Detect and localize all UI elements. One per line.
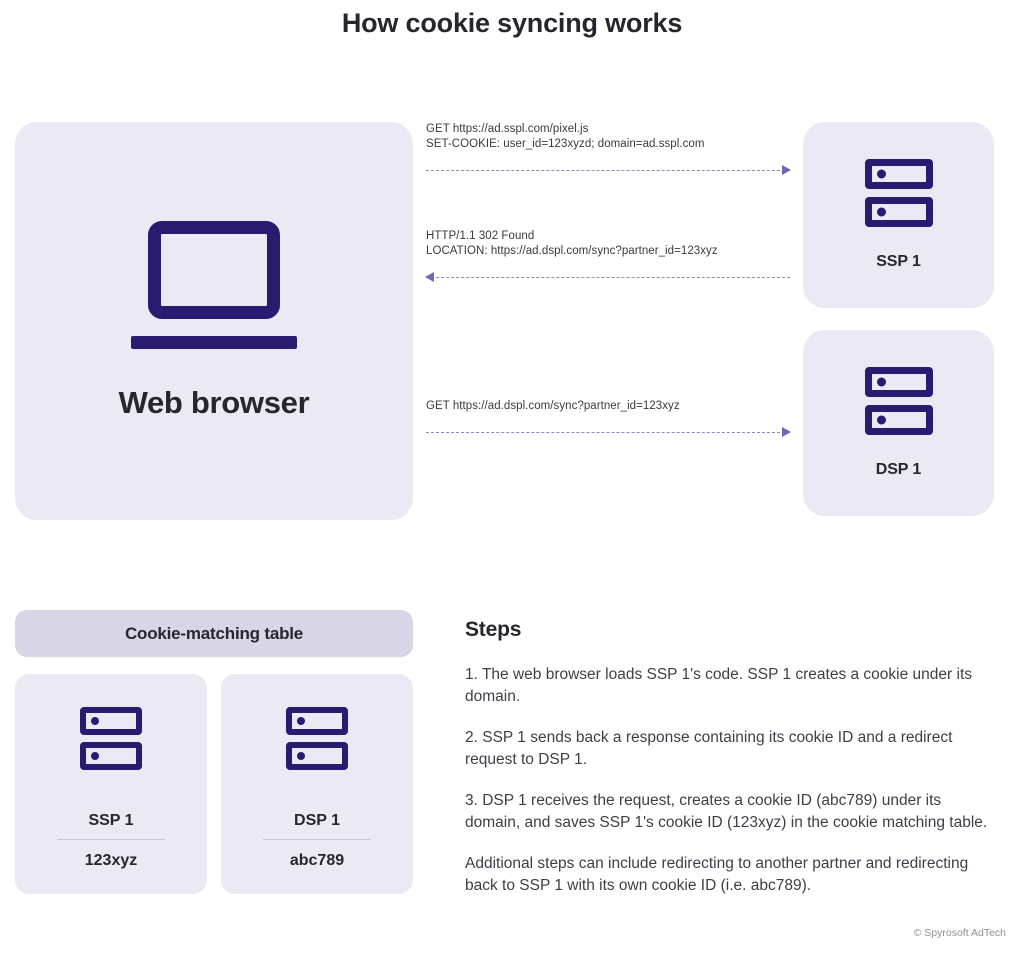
arrow-right-icon [782,165,791,175]
flow-ssp-to-browser: HTTP/1.1 302 Found LOCATION: https://ad.… [425,229,790,284]
server-icon [286,707,348,770]
server-rack-bottom [286,742,348,770]
server-led-icon [876,415,886,425]
dsp-1-label: DSP 1 [875,461,922,478]
laptop-browser-icon [131,221,297,351]
steps-title: Steps [465,618,522,641]
server-icon [864,367,933,435]
server-rack-top [864,367,933,397]
ssp-1-node-card: SSP 1 [803,122,994,308]
step-item: Additional steps can include redirecting… [465,855,969,894]
server-rack-bottom [864,405,933,435]
flow-3-line-1: GET https://ad.dspl.com/sync?partner_id=… [426,400,680,412]
ssp-1-label: SSP 1 [876,253,921,270]
flow-browser-to-ssp: GET https://ad.sspl.com/pixel.js SET-COO… [426,122,791,177]
server-led-icon [91,717,99,725]
steps-panel: Steps 1. The web browser loads SSP 1's c… [465,618,998,897]
flow-1-line-1: GET https://ad.sspl.com/pixel.js [426,123,589,135]
server-rack-top [286,707,348,735]
server-rack-bottom [80,742,142,770]
dashed-line [426,277,790,278]
web-browser-card: Web browser [15,122,413,520]
server-led-icon [876,169,886,179]
server-led-icon [876,377,886,387]
server-led-icon [297,717,305,725]
server-rack-top [80,707,142,735]
cookie-entry-divider [263,839,371,840]
flow-1-arrow [426,165,791,177]
step-item: 2. SSP 1 sends back a response containin… [465,729,953,768]
cookie-entry-id: abc789 [289,852,345,869]
flow-browser-to-dsp: GET https://ad.dspl.com/sync?partner_id=… [426,399,791,439]
arrow-left-icon [425,272,434,282]
flow-1-line-2: SET-COOKIE: user_id=123xyzd; domain=ad.s… [426,138,705,150]
cookie-entry-id: 123xyz [84,852,138,869]
server-icon [864,159,933,227]
flow-2-line-2: LOCATION: https://ad.dspl.com/sync?partn… [426,245,718,257]
laptop-screen-shape [148,221,280,319]
page-title: How cookie syncing works [341,8,683,38]
server-rack-bottom [864,197,933,227]
flow-3-arrow [426,427,791,439]
flow-2-arrow [425,272,790,284]
cookie-entry-card-ssp: SSP 1 123xyz [15,674,207,894]
footer-credit: © Spyrosoft AdTech [913,927,1006,939]
server-rack-top [864,159,933,189]
server-led-icon [297,752,305,760]
server-icon [80,707,142,770]
cookie-entry-divider [57,839,165,840]
web-browser-label: Web browser [118,385,310,420]
cookie-matching-table-header: Cookie-matching table [15,610,413,657]
laptop-base-shape [131,336,297,349]
step-item: 1. The web browser loads SSP 1's code. S… [465,666,972,705]
dashed-line [426,170,790,171]
cookie-entry-name: SSP 1 [88,812,134,829]
cookie-entry-name: DSP 1 [294,812,340,829]
arrow-right-icon [782,427,791,437]
server-led-icon [91,752,99,760]
step-item: 3. DSP 1 receives the request, creates a… [465,792,988,831]
cookie-entry-card-dsp: DSP 1 abc789 [221,674,413,894]
flow-2-line-1: HTTP/1.1 302 Found [426,230,535,242]
server-led-icon [876,207,886,217]
dsp-1-node-card: DSP 1 [803,330,994,516]
dashed-line [426,432,790,433]
